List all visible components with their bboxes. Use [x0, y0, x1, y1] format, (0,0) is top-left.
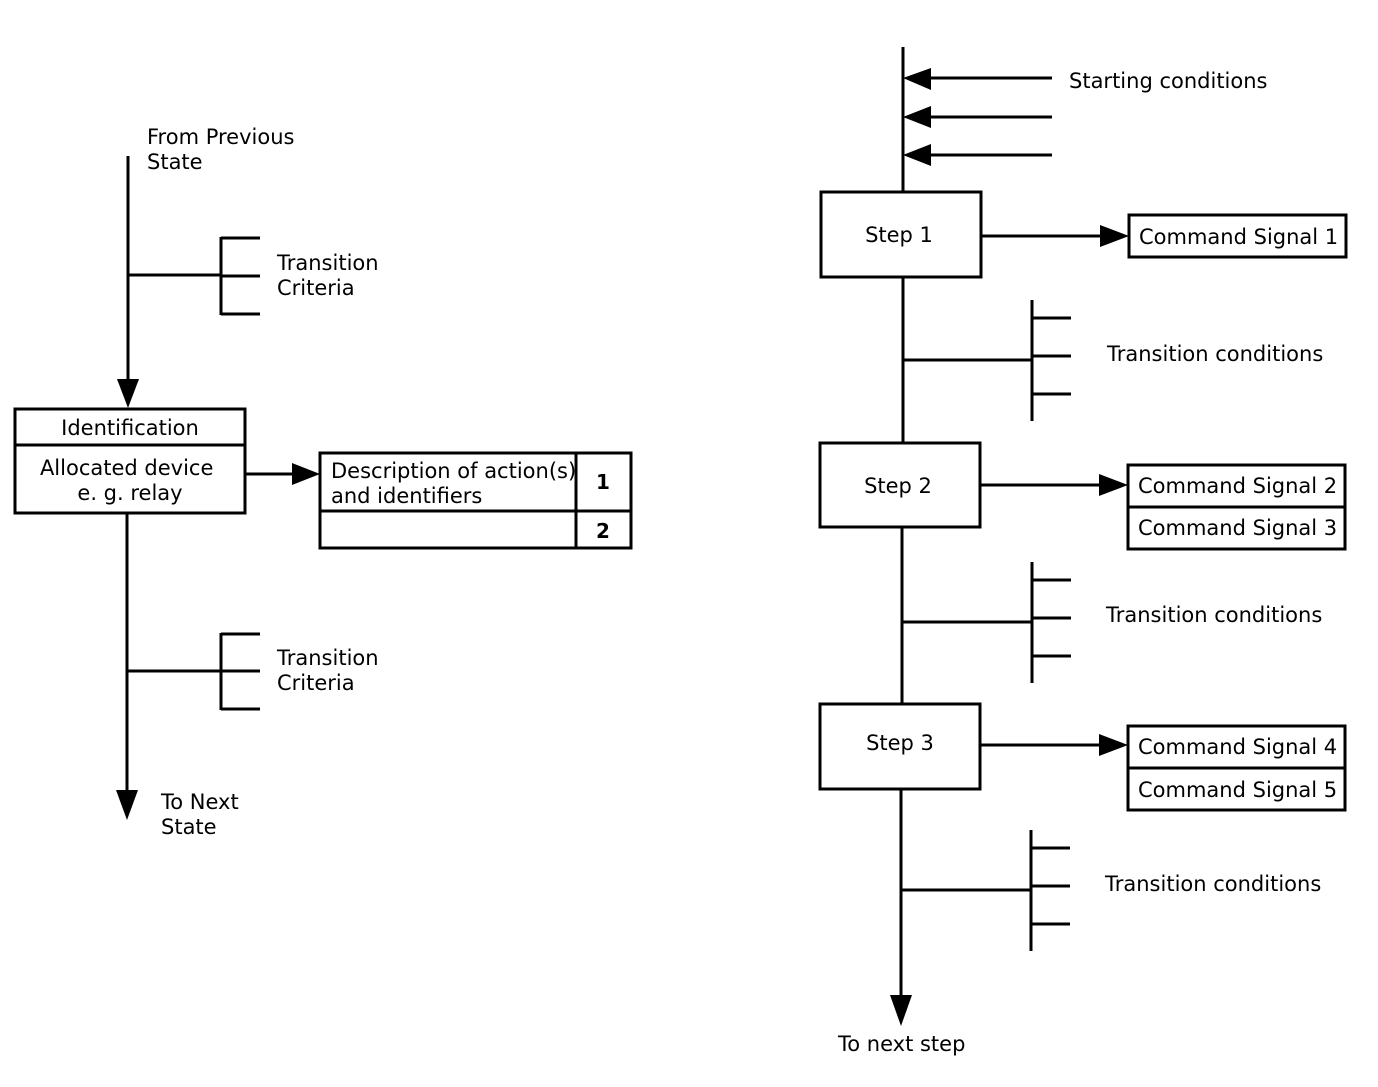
transition-criteria-top: Transition Criteria — [128, 236, 385, 316]
transition-conditions-1: Transition conditions — [903, 300, 1323, 421]
command-signal-4-label: Command Signal 4 — [1138, 735, 1337, 759]
command-signal-3-label: Command Signal 3 — [1138, 516, 1337, 540]
transition-conditions-2: Transition conditions — [902, 562, 1322, 683]
step-2-arrow-head — [1099, 474, 1128, 496]
command-signal-5-label: Command Signal 5 — [1138, 778, 1337, 802]
command-signal-1-label: Command Signal 1 — [1139, 225, 1338, 249]
from-previous-state-label: From Previous State — [147, 125, 301, 174]
to-next-step-label: To next step — [837, 1032, 965, 1056]
action-table-frame — [318, 451, 633, 550]
from-label-line-2: State — [147, 150, 203, 174]
transition-conditions-3-label: Transition conditions — [1104, 872, 1321, 896]
starting-conditions-label: Starting conditions — [1069, 69, 1268, 93]
step-3: Step 3 Command Signal 4 Command Signal 5 — [818, 702, 1347, 812]
arrow-to-description-head — [292, 463, 320, 485]
starting-conditions: Starting conditions — [903, 68, 1268, 166]
step-1-label: Step 1 — [865, 223, 933, 247]
step-1-arrow-head — [1100, 225, 1129, 247]
action-table: Description of action(s) and identifiers… — [318, 451, 633, 550]
left-diagram: From Previous State Transition Criteria … — [13, 125, 633, 839]
transition-conditions-1-label: Transition conditions — [1106, 342, 1323, 366]
starting-arrow-3-head — [903, 144, 931, 166]
transition-conditions-2-label: Transition conditions — [1105, 603, 1322, 627]
to-next-state-label: To Next State — [160, 790, 245, 839]
action-number-2: 2 — [596, 519, 610, 543]
identification-label: Identification — [61, 416, 199, 440]
step-3-label: Step 3 — [866, 731, 934, 755]
transition-criteria-bottom: Transition Criteria — [127, 632, 385, 711]
left-arrow-into-box — [117, 379, 139, 408]
transition-criteria-top-label: Transition Criteria — [276, 251, 385, 300]
identification-box-frame — [13, 407, 247, 515]
starting-arrow-1-head — [903, 68, 931, 90]
action-number-1: 1 — [596, 470, 610, 494]
right-arrow-to-next-step — [890, 995, 912, 1026]
step-2-label: Step 2 — [864, 474, 932, 498]
action-description-label: Description of action(s) and identifiers — [331, 459, 583, 508]
left-arrow-to-next-state — [116, 790, 138, 820]
step-3-arrow-head — [1099, 734, 1128, 756]
step-2: Step 2 Command Signal 2 Command Signal 3 — [818, 441, 1347, 551]
transition-conditions-3: Transition conditions — [901, 830, 1321, 951]
transition-criteria-bottom-label: Transition Criteria — [276, 646, 385, 695]
starting-arrow-2-head — [903, 106, 931, 128]
from-label-line-1: From Previous — [147, 125, 294, 149]
allocated-device-label: Allocated device e. g. relay — [40, 456, 220, 505]
command-signal-1-box — [1127, 213, 1348, 259]
right-diagram: Starting conditions Step 1 Command Signa… — [818, 47, 1348, 1056]
step-1: Step 1 Command Signal 1 — [819, 190, 1348, 279]
command-signal-2-label: Command Signal 2 — [1138, 474, 1337, 498]
identification-box: Identification Allocated device e. g. re… — [13, 407, 247, 515]
